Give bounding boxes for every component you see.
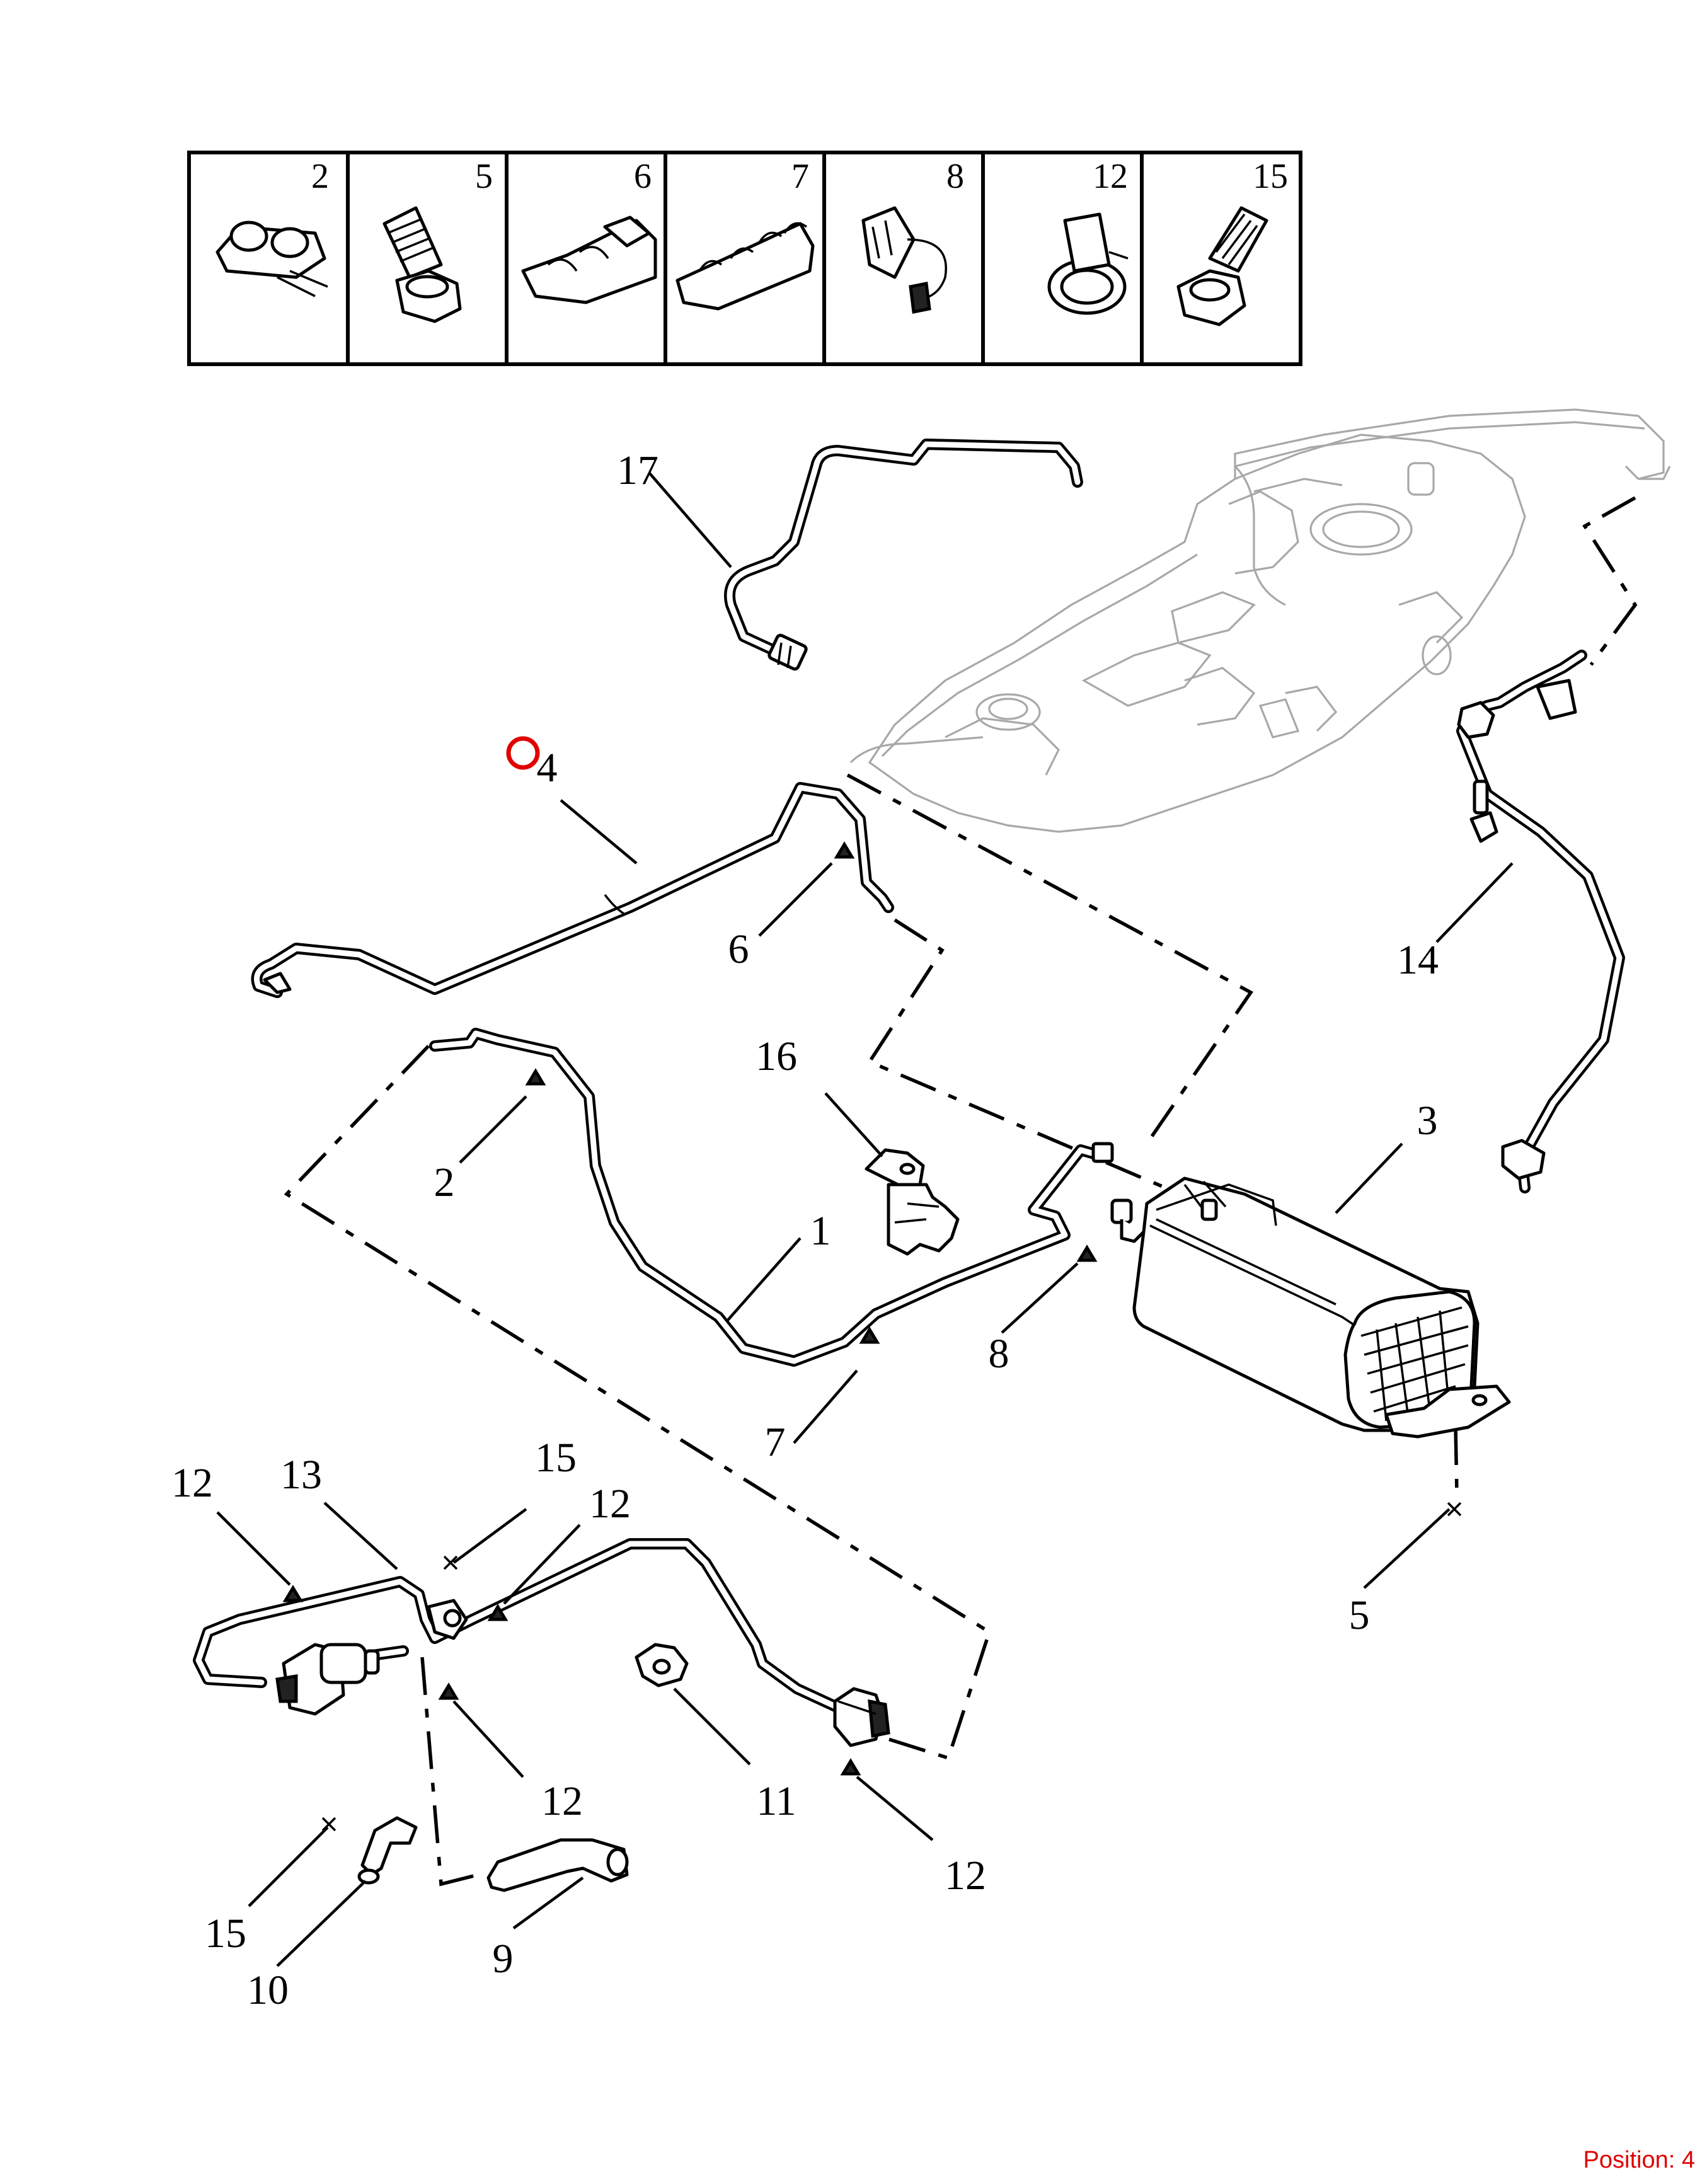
inset-bolt-5-icon bbox=[382, 206, 462, 323]
callout-15-top: 15 bbox=[535, 1435, 577, 1481]
callout-2: 2 bbox=[434, 1159, 455, 1205]
callout-13: 13 bbox=[280, 1452, 322, 1498]
charcoal-canister-3 bbox=[1110, 1176, 1511, 1439]
inset-clip-7-icon bbox=[675, 222, 815, 311]
callout-14: 14 bbox=[1397, 937, 1439, 983]
position-marker bbox=[506, 736, 540, 770]
inset-parts-table: 2 5 6 7 8 12 15 bbox=[187, 151, 1302, 366]
callout-5: 5 bbox=[1349, 1592, 1370, 1638]
bracket-16 bbox=[865, 1148, 960, 1256]
inset-clamp-12-icon bbox=[1047, 212, 1129, 315]
callout-11: 11 bbox=[756, 1778, 796, 1824]
callout-17: 17 bbox=[617, 447, 658, 493]
inset-label-2: 2 bbox=[311, 157, 329, 196]
callout-15-bottom: 15 bbox=[205, 1911, 246, 1957]
callout-3: 3 bbox=[1417, 1098, 1438, 1144]
bracket-10 bbox=[357, 1816, 418, 1885]
inset-clip-6-icon bbox=[521, 216, 657, 304]
inset-label-15: 15 bbox=[1253, 157, 1288, 196]
callout-numbers: 17 4 6 16 2 1 3 14 8 7 5 12 13 15 12 12 … bbox=[171, 447, 1439, 2013]
callout-12-left: 12 bbox=[171, 1460, 213, 1506]
inset-label-6: 6 bbox=[634, 157, 652, 196]
callout-12-right: 12 bbox=[945, 1853, 986, 1899]
inset-clip-8-icon bbox=[861, 206, 947, 314]
fastener-markers bbox=[282, 841, 1462, 1832]
inset-label-12: 12 bbox=[1093, 157, 1128, 196]
callout-12-mid: 12 bbox=[541, 1778, 583, 1824]
routing-dash-lines bbox=[284, 496, 1638, 1887]
pipe-14 bbox=[1456, 650, 1625, 1193]
pipe-13 bbox=[193, 1538, 890, 1747]
inset-bolt-15-icon bbox=[1176, 206, 1268, 326]
hose-9 bbox=[486, 1838, 629, 1892]
pipe-4 bbox=[251, 782, 894, 998]
clip-11 bbox=[635, 1643, 689, 1687]
leader-lines bbox=[216, 471, 1514, 1967]
pipe-1 bbox=[429, 1028, 1114, 1367]
callout-16: 16 bbox=[756, 1033, 797, 1079]
callout-9: 9 bbox=[493, 1936, 514, 1982]
inset-label-5: 5 bbox=[475, 157, 493, 196]
pipe-17 bbox=[724, 439, 1083, 671]
callout-8: 8 bbox=[989, 1331, 1009, 1377]
inset-label-7: 7 bbox=[791, 157, 809, 196]
callout-12-top: 12 bbox=[589, 1481, 631, 1527]
callout-4: 4 bbox=[537, 745, 558, 791]
callout-6: 6 bbox=[728, 926, 749, 972]
callout-1: 1 bbox=[810, 1208, 831, 1254]
inset-label-8: 8 bbox=[946, 157, 964, 196]
callout-7: 7 bbox=[765, 1419, 786, 1465]
inset-clip-2-icon bbox=[216, 221, 328, 297]
callout-10: 10 bbox=[247, 1967, 289, 2013]
position-status: Position: 4 bbox=[1583, 2147, 1695, 2173]
fuel-tank-ghost bbox=[849, 408, 1671, 833]
